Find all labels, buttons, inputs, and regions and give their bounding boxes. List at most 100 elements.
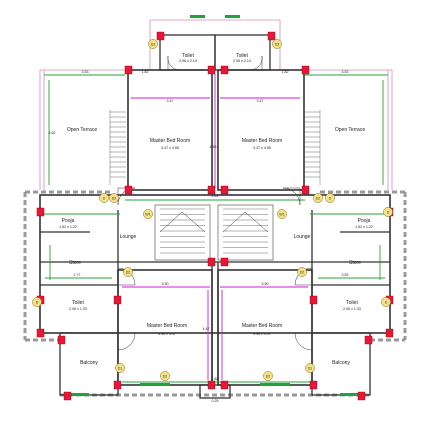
size-master-bed-bottom-right: 3.96 x 4.47 [253, 332, 271, 336]
svg-text:D: D [103, 196, 106, 200]
size-toilet-mid-right: 2.06 x 1.33 [343, 307, 361, 311]
opening-tag: D2 [263, 371, 273, 381]
dimension-lines [40, 74, 390, 383]
size-master-bed-bottom-left: 3.96 x 4.47 [158, 332, 176, 336]
dimension-labels: 3.53 3.53 3.47 3.47 4.55 4.62 2.44 2.77 … [49, 70, 349, 403]
svg-text:D1: D1 [308, 366, 313, 370]
dim-lower-left: 3.50 [162, 282, 169, 286]
dim-store-depth: 3.53 [342, 273, 349, 277]
pillar [309, 380, 318, 390]
pillar [267, 31, 276, 41]
opening-tag: D3 [148, 39, 158, 49]
label-open-terrace-left: Open Terrace [67, 127, 97, 133]
size-master-bed-top-right: 3.47 x 4.55 [253, 146, 271, 150]
size-pooja-left: 1.52 x 1.22 [59, 225, 77, 229]
svg-text:W1: W1 [145, 212, 150, 216]
svg-text:D: D [329, 196, 332, 200]
label-store-left: Store [69, 260, 81, 266]
label-open-terrace-right: Open Terrace [335, 127, 365, 133]
pillar [124, 185, 133, 195]
pillar [156, 31, 165, 41]
opening-tag: D [32, 297, 42, 307]
dim-bed-right: 3.47 [257, 99, 264, 103]
windows [67, 15, 362, 396]
dim-top-right: 3.53 [342, 70, 349, 74]
opening-tag: D1 [305, 363, 315, 373]
svg-text:D2: D2 [300, 270, 305, 274]
label-store-right: Store [349, 260, 361, 266]
pillar [301, 65, 310, 75]
pillar [36, 207, 45, 217]
svg-text:D2: D2 [126, 270, 131, 274]
svg-text:W1: W1 [279, 212, 284, 216]
pillar [113, 380, 122, 390]
room-labels: Toilet 2.06 x 2.14 Toilet 2.06 x 2.14 Op… [59, 53, 373, 366]
pillar [207, 65, 216, 75]
svg-text:D2: D2 [266, 374, 271, 378]
pillar [63, 391, 72, 401]
label-balcony-left: Balcony [80, 360, 98, 366]
pillar [124, 65, 133, 75]
pillar [309, 295, 318, 305]
pillar [36, 328, 45, 338]
svg-text:D: D [387, 210, 390, 214]
opening-tag: D1 [115, 363, 125, 373]
opening-tag: W1 [143, 209, 153, 219]
dim-bed-depth: 4.55 [210, 145, 217, 149]
staircase [109, 110, 321, 261]
dim-center-bottom: 1.82 [212, 377, 219, 381]
svg-text:D2: D2 [112, 196, 117, 200]
label-toilet-mid-left: Toilet [72, 300, 84, 306]
dim-bath-left: 1.82 [142, 70, 149, 74]
svg-text:D2: D2 [163, 374, 168, 378]
dim-lower-right: 3.50 [262, 282, 269, 286]
svg-text:D3: D3 [275, 42, 280, 46]
opening-tag: D [325, 193, 335, 203]
doors [117, 55, 313, 351]
opening-tag: D2 [313, 193, 323, 203]
svg-text:D: D [385, 300, 388, 304]
opening-tag: D2 [160, 371, 170, 381]
svg-text:D: D [36, 300, 39, 304]
pillar [385, 328, 394, 338]
pillar [220, 380, 229, 390]
label-master-bed-bottom-right: Master Bed Room [242, 323, 282, 329]
label-master-bed-top-left: Master Bed Room [150, 138, 190, 144]
size-toilet-top-left: 2.06 x 2.14 [179, 59, 197, 63]
label-lounge-right: Lounge [294, 234, 311, 240]
stair-arrow [159, 211, 269, 233]
dim-lower-depth: 4.47 [203, 327, 210, 331]
opening-tag: D2 [109, 193, 119, 203]
size-toilet-top-right: 2.06 x 2.14 [233, 59, 251, 63]
dim-top-left: 3.53 [82, 70, 89, 74]
label-toilet-mid-right: Toilet [346, 300, 358, 306]
dim-lounge-span: 2.44 [212, 194, 219, 198]
label-pooja-left: Pooja [62, 218, 75, 224]
dim-store-width: 2.77 [74, 273, 81, 277]
opening-tag: D3 [272, 39, 282, 49]
dim-terrace-depth: 4.62 [49, 131, 56, 135]
svg-text:D2: D2 [316, 196, 321, 200]
opening-tag: D [383, 207, 393, 217]
pillar [301, 185, 310, 195]
opening-tag: D [381, 297, 391, 307]
svg-text:D1: D1 [118, 366, 123, 370]
label-master-bed-bottom-left: Master Bed Room [147, 323, 187, 329]
pillar [220, 185, 229, 195]
pillar [57, 335, 66, 345]
dim-bottom-small: 0.25 [212, 399, 219, 403]
label-pooja-right: Pooja [358, 218, 371, 224]
dim-bath-right: 1.82 [282, 70, 289, 74]
label-balcony-right: Balcony [332, 360, 350, 366]
size-toilet-mid-left: 2.06 x 1.33 [69, 307, 87, 311]
label-toilet-top-left: Toilet [182, 53, 194, 59]
upper-boundary [39, 19, 393, 190]
pillar [220, 257, 229, 267]
label-toilet-top-right: Toilet [236, 53, 248, 59]
label-lounge-left: Lounge [120, 234, 137, 240]
pillar [220, 65, 229, 75]
pillar [207, 380, 216, 390]
opening-tag: D2 [297, 267, 307, 277]
